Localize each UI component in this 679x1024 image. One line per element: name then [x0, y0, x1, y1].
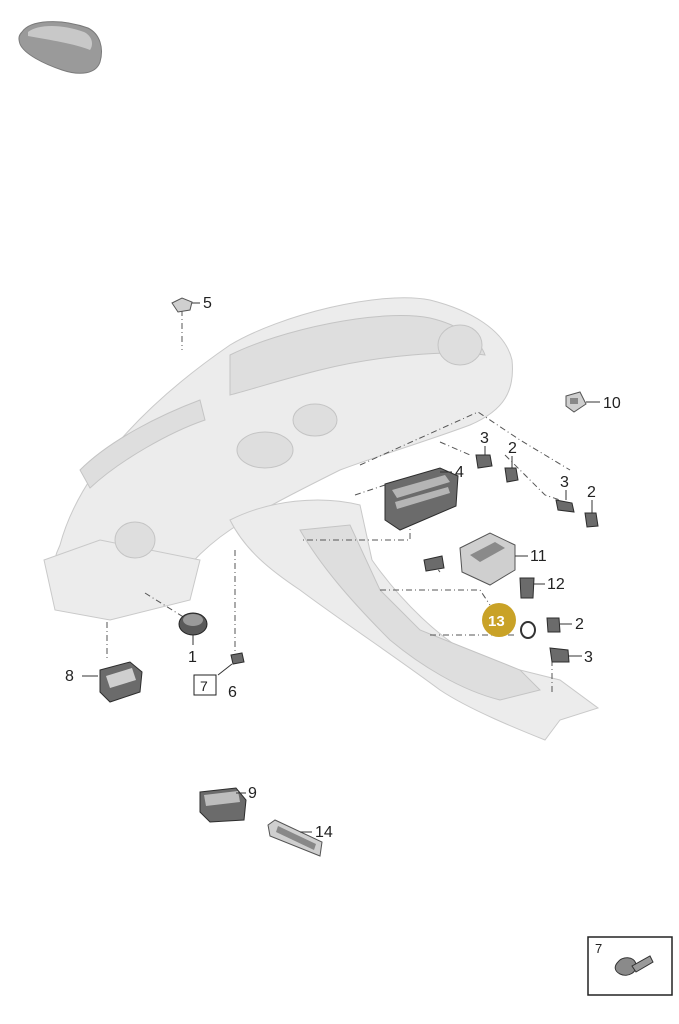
callout-7-box: 7 [193, 674, 217, 696]
dash-dot-leaders [106, 310, 571, 695]
part-3a-bulb[interactable] [475, 454, 493, 469]
part-3b-bulb[interactable] [555, 499, 575, 513]
part-4-switch-panel[interactable] [384, 467, 459, 531]
screw-icon [614, 955, 654, 976]
callout-labels: 5 10 3 2 4 3 2 11 12 2 3 1 6 8 9 14 [65, 295, 621, 841]
part-8-vent[interactable] [99, 661, 143, 703]
callout-9: 9 [248, 785, 257, 802]
part-2c-clip[interactable] [546, 617, 561, 633]
detail-box-7: 7 [587, 936, 673, 996]
part-13-ring[interactable] [520, 621, 536, 639]
callout-leaders [82, 302, 600, 833]
part-2b-clip[interactable] [584, 512, 599, 528]
callout-11: 11 [530, 548, 547, 565]
callout-1: 1 [188, 649, 197, 666]
car-silhouette-icon[interactable] [18, 21, 102, 74]
callout-2a: 2 [508, 440, 517, 457]
callout-3a: 3 [480, 430, 489, 447]
callout-7: 7 [200, 678, 208, 694]
callout-10: 10 [603, 395, 621, 412]
part-14-switch-strip[interactable] [267, 819, 323, 857]
callout-3c: 3 [584, 649, 593, 666]
part-1-knob[interactable] [178, 612, 208, 636]
callout-13-highlight[interactable]: 13 [482, 603, 516, 637]
part-3c-bulb[interactable] [549, 647, 570, 663]
callout-8: 8 [65, 668, 74, 685]
part-2a-clip[interactable] [504, 467, 519, 483]
part-11-switch-panel[interactable] [459, 532, 516, 586]
callout-6: 6 [228, 684, 237, 701]
part-12-sensor[interactable] [519, 577, 535, 599]
part-10-connector[interactable] [565, 391, 587, 413]
callout-4: 4 [455, 464, 464, 481]
callout-5: 5 [203, 295, 212, 312]
callout-12: 12 [547, 576, 565, 593]
dashboard-ghost [43, 297, 600, 741]
callout-3b: 3 [560, 474, 569, 491]
callout-2c: 2 [575, 616, 584, 633]
part-5-sensor[interactable] [171, 297, 193, 313]
callout-13: 13 [488, 613, 505, 630]
part-9-switch[interactable] [199, 787, 247, 823]
detail-box-label: 7 [595, 941, 602, 956]
callout-14: 14 [315, 824, 333, 841]
callout-2b: 2 [587, 484, 596, 501]
part-6-clip[interactable] [230, 652, 245, 665]
part-small-switch[interactable] [423, 555, 445, 572]
